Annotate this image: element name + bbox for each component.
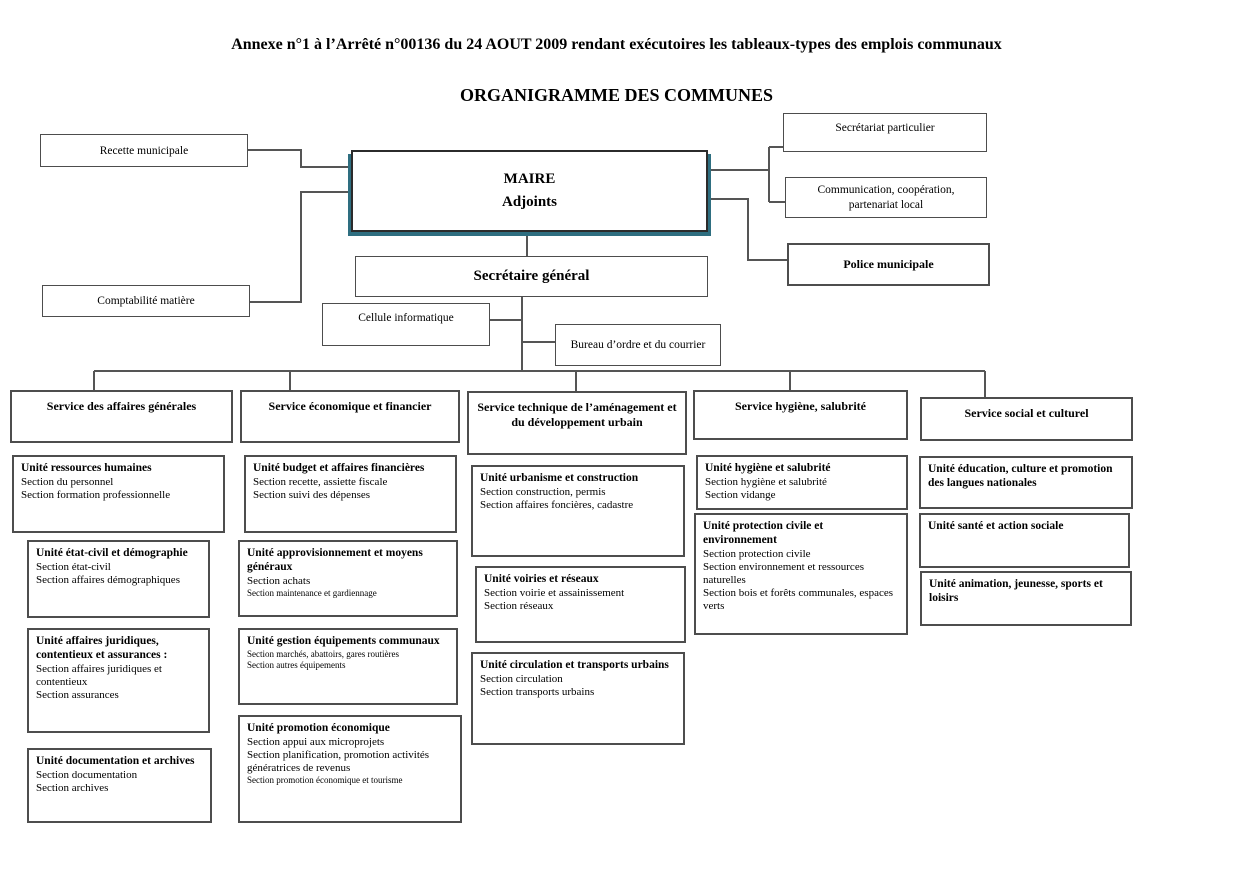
secretariat-particulier-box: Secrétariat particulier (783, 113, 987, 152)
unite-gestion-equipements-box: Unité gestion équipements communaux Sect… (238, 628, 458, 705)
unite-education-culture-box: Unité éducation, culture et promotion de… (919, 456, 1133, 509)
comptabilite-matiere-box: Comptabilité matière (42, 285, 250, 317)
service-economique-financier-box: Service économique et financier (240, 390, 460, 443)
unit-title: Unité circulation et transports urbains (480, 659, 669, 671)
unite-hygiene-salubrite-box: Unité hygiène et salubrité Section hygiè… (696, 455, 908, 510)
section-line: Section construction, permis (480, 485, 606, 498)
section-line: Section suivi des dépenses (253, 488, 371, 501)
unit-title: Unité ressources humaines (21, 462, 152, 474)
unite-budget-box: Unité budget et affaires financières Sec… (244, 455, 457, 533)
unit-title: Unité état-civil et démographie (36, 547, 188, 559)
section-line: Section vidange (705, 488, 776, 501)
unit-title: Unité animation, jeunesse, sports et loi… (929, 578, 1103, 604)
section-line: Section affaires juridiques et contentie… (36, 662, 162, 688)
section-line: Section hygiène et salubrité (705, 475, 827, 488)
section-line: Section promotion économique et tourisme (247, 775, 403, 786)
unite-sante-action-sociale-box: Unité santé et action sociale (919, 513, 1130, 568)
section-line: Section du personnel (21, 475, 114, 488)
section-line: Section état-civil (36, 560, 111, 573)
section-line: Section assurances (36, 688, 119, 701)
section-line: Section réseaux (484, 599, 554, 612)
bureau-ordre-courrier-box: Bureau d’ordre et du courrier (555, 324, 721, 366)
communication-line2: partenariat local (848, 198, 924, 211)
section-line: Section maintenance et gardiennage (247, 587, 377, 598)
unit-title: Unité documentation et archives (36, 755, 195, 767)
recette-municipale-box: Recette municipale (40, 134, 248, 167)
unite-circulation-transports-box: Unité circulation et transports urbains … (471, 652, 685, 745)
section-line: Section protection civile (703, 547, 811, 560)
section-line: Section affaires foncières, cadastre (480, 498, 634, 511)
section-line: Section planification, promotion activit… (247, 748, 430, 775)
unit-title: Unité promotion économique (247, 722, 390, 734)
unite-etat-civil-box: Unité état-civil et démographie Section … (27, 540, 210, 618)
unit-title: Unité urbanisme et construction (480, 472, 639, 484)
unite-affaires-juridiques-box: Unité affaires juridiques, contentieux e… (27, 628, 210, 733)
unite-promotion-economique-box: Unité promotion économique Section appui… (238, 715, 462, 823)
section-line: Section bois et forêts communales, espac… (703, 587, 894, 613)
unite-urbanisme-box: Unité urbanisme et construction Section … (471, 465, 685, 557)
communication-cooperation-box: Communication, coopération, partenariat … (785, 177, 987, 218)
section-line: Section voirie et assainissement (484, 586, 625, 599)
cellule-informatique-box: Cellule informatique (322, 303, 490, 346)
unite-voiries-reseaux-box: Unité voiries et réseaux Section voirie … (475, 566, 686, 643)
section-line: Section circulation (480, 672, 563, 685)
unit-title: Unité affaires juridiques, contentieux e… (36, 635, 168, 661)
section-line: Section documentation (36, 768, 138, 781)
service-affaires-generales-box: Service des affaires générales (10, 390, 233, 443)
chart-title: ORGANIGRAMME DES COMMUNES (460, 85, 773, 105)
annex-title: Annexe n°1 à l’Arrêté n°00136 du 24 AOUT… (231, 36, 1002, 53)
section-line: Section achats (247, 574, 311, 587)
unite-ressources-humaines-box: Unité ressources humaines Section du per… (12, 455, 225, 533)
secretaire-general-box: Secrétaire général (355, 256, 708, 297)
section-line: Section appui aux microprojets (247, 735, 385, 748)
unit-title: Unité santé et action sociale (928, 520, 1064, 532)
communication-line1: Communication, coopération, (817, 184, 955, 197)
section-line: Section recette, assiette fiscale (253, 475, 388, 488)
maire-adjoints-box: MAIRE Adjoints (351, 150, 708, 232)
unit-title: Unité hygiène et salubrité (705, 462, 831, 474)
service-hygiene-salubrite-box: Service hygiène, salubrité (693, 390, 908, 440)
unite-protection-civile-box: Unité protection civile et environnement… (694, 513, 908, 635)
service-technique-box: Service technique de l’aménagement et du… (467, 391, 687, 455)
section-line: Section affaires démographiques (36, 573, 180, 586)
maire-label: MAIRE (503, 170, 556, 187)
unit-title: Unité voiries et réseaux (484, 573, 599, 585)
unit-title: Unité éducation, culture et promotion de… (928, 463, 1113, 489)
unite-approvisionnement-box: Unité approvisionnement et moyens généra… (238, 540, 458, 617)
section-line: Section formation professionnelle (21, 488, 171, 501)
section-line: Section environnement et ressources natu… (703, 560, 864, 586)
section-line: Section transports urbains (480, 685, 595, 698)
unit-title: Unité protection civile et environnement (703, 520, 824, 546)
police-municipale-box: Police municipale (787, 243, 990, 286)
unite-documentation-archives-box: Unité documentation et archives Section … (27, 748, 212, 823)
section-line: Section archives (36, 781, 109, 794)
adjoints-label: Adjoints (501, 194, 557, 210)
unite-animation-jeunesse-box: Unité animation, jeunesse, sports et loi… (920, 571, 1132, 626)
service-social-culturel-box: Service social et culturel (920, 397, 1133, 441)
section-line: Section marchés, abattoirs, gares routiè… (247, 648, 399, 659)
section-line: Section autres équipements (247, 659, 346, 670)
unit-title: Unité budget et affaires financières (253, 462, 425, 474)
unit-title: Unité gestion équipements communaux (247, 635, 440, 647)
unit-title: Unité approvisionnement et moyens généra… (247, 547, 423, 573)
